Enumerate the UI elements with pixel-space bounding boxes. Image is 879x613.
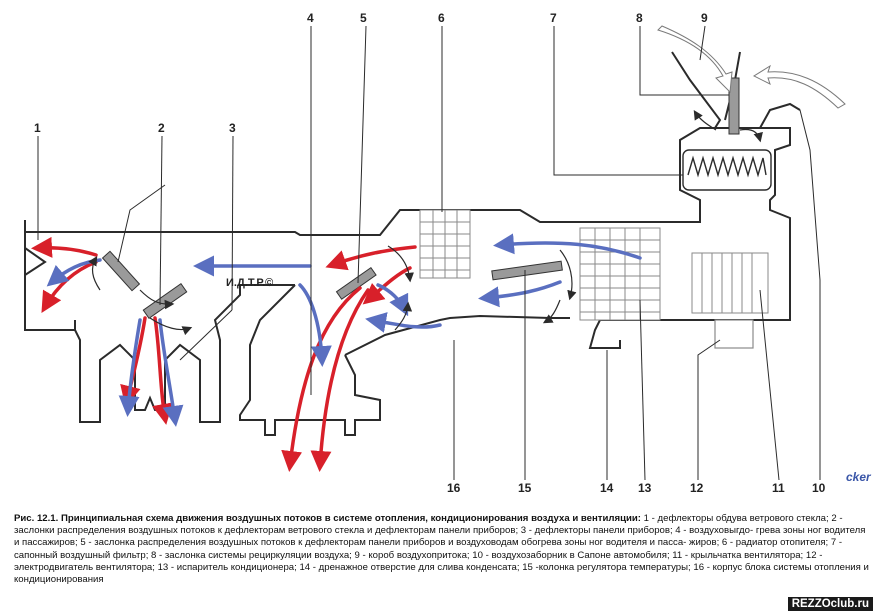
callout-5: 5: [360, 11, 367, 25]
fan-impeller: [691, 252, 769, 314]
callout-6: 6: [438, 11, 445, 25]
damper-2a: [101, 250, 141, 292]
callout-14: 14: [600, 481, 614, 495]
stamp-text: И.Д.Т.Р.©: [226, 277, 273, 289]
damper-5: [335, 266, 377, 300]
callout-numbers: 1 2 3 4 5 6 7 8 9 10 11 12 13 14 15 16: [34, 11, 826, 495]
side-watermark: cker: [846, 470, 871, 484]
evaporator: [579, 227, 661, 321]
heater-radiator: [419, 209, 471, 279]
fan-motor: [714, 319, 754, 349]
callout-8: 8: [636, 11, 643, 25]
duct-housing: [24, 127, 791, 436]
figure-caption: Рис. 12.1. Принципиальная схема движения…: [14, 513, 872, 586]
callout-lines: [37, 25, 821, 481]
caption-title: Рис. 12.1. Принципиальная схема движения…: [14, 513, 641, 524]
callout-2: 2: [158, 121, 165, 135]
damper-15: [491, 260, 563, 281]
callout-3: 3: [229, 121, 236, 135]
callout-7: 7: [550, 11, 557, 25]
callout-13: 13: [638, 481, 652, 495]
damper-8: [728, 77, 740, 135]
dampers: [101, 77, 740, 319]
direction-arrows: [88, 109, 763, 336]
damper-2b: [142, 283, 188, 319]
caption-body: 1 - дефлекторы обдува ветрового стекла; …: [14, 513, 869, 586]
callout-10: 10: [812, 481, 826, 495]
callout-1: 1: [34, 121, 41, 135]
callout-9: 9: [701, 11, 708, 25]
cool-airflow: [46, 233, 642, 427]
intake-airflow: [657, 25, 846, 109]
callout-15: 15: [518, 481, 532, 495]
cabin-filter: [682, 149, 772, 191]
site-watermark: REZZOclub.ru: [787, 597, 873, 611]
callout-11: 11: [772, 481, 785, 495]
callout-16: 16: [447, 481, 461, 495]
callout-12: 12: [690, 481, 704, 495]
callout-4: 4: [307, 11, 314, 25]
